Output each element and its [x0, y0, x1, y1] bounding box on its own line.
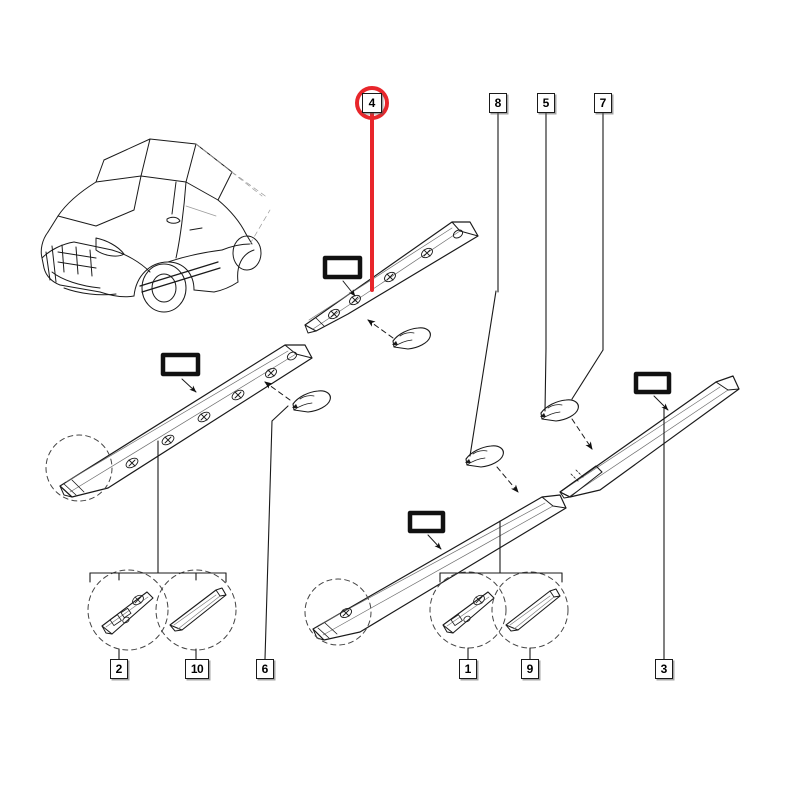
callout-3[interactable]: 3	[655, 659, 673, 679]
callout-5-label: 5	[542, 96, 550, 110]
callout-9[interactable]: 9	[521, 659, 539, 679]
leader-line-8-b	[469, 290, 497, 457]
callout-1[interactable]: 1	[459, 659, 477, 679]
callout-5[interactable]: 5	[537, 93, 555, 113]
callout-8[interactable]: 8	[489, 93, 507, 113]
sill-moulding-right	[559, 375, 740, 499]
part-marking-tag-1	[322, 255, 363, 297]
callout-8-label: 8	[494, 96, 502, 110]
callout-4[interactable]: 4	[362, 93, 382, 113]
retaining-clip-c	[540, 399, 579, 422]
highlight-ring-callout-4	[355, 86, 389, 120]
retaining-clip-d	[465, 445, 504, 468]
moulding-end-cap-right	[559, 465, 603, 498]
leader-line-7-b	[571, 349, 604, 400]
sill-moulding-lower-centre	[312, 494, 567, 641]
rear-door-moulding-left	[59, 344, 313, 498]
part-marking-tag-4	[407, 510, 446, 550]
callout-9-label: 9	[526, 662, 534, 676]
callout-7[interactable]: 7	[594, 93, 612, 113]
part-marking-tag-2	[160, 352, 201, 393]
callout-2-label: 2	[115, 662, 123, 676]
callout-7-label: 7	[599, 96, 607, 110]
callout-3-label: 3	[660, 662, 668, 676]
callout-10[interactable]: 10	[185, 659, 209, 679]
leader-line-6-a	[271, 405, 289, 422]
retaining-clip-b	[292, 390, 331, 413]
vehicle-line-drawing	[40, 138, 271, 313]
part-marking-tag-3	[633, 371, 672, 411]
detail-circle-2	[87, 569, 169, 651]
callout-10-label: 10	[190, 662, 204, 676]
leader-line-5-b	[544, 348, 547, 412]
detail-circle-9	[491, 571, 569, 649]
callout-4-label: 4	[368, 96, 376, 110]
retaining-clip-a	[392, 327, 431, 350]
callout-6[interactable]: 6	[256, 659, 274, 679]
detail-circle-1	[429, 571, 507, 649]
callout-6-label: 6	[261, 662, 269, 676]
callout-1-label: 1	[464, 662, 472, 676]
callout-2[interactable]: 2	[110, 659, 128, 679]
leader-line-6-b	[264, 420, 273, 660]
front-door-moulding-upper	[304, 221, 479, 334]
